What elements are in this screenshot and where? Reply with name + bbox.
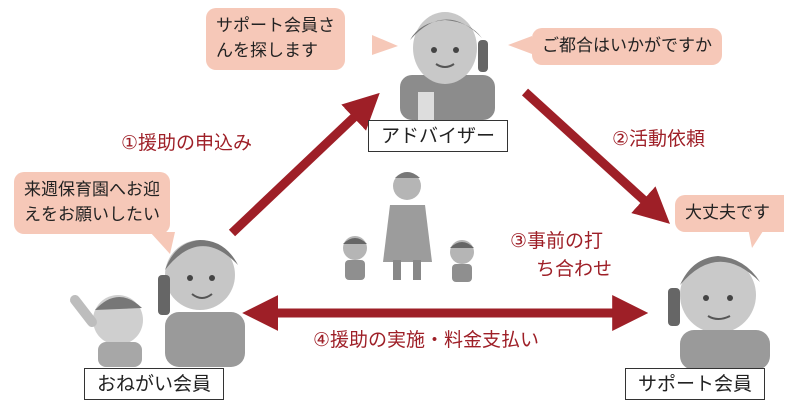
bubble-advisor-ask: ご都合はいかがですか	[532, 28, 722, 65]
role-onegai-label: おねがい会員	[84, 368, 225, 400]
center-figure	[343, 172, 474, 282]
bubble-advisor-search: サポート会員さ んを探します	[206, 8, 345, 70]
support-figure	[668, 256, 770, 370]
arrow-step2	[521, 88, 670, 224]
advisor-figure	[400, 12, 495, 120]
arrow-step1	[228, 92, 380, 237]
step4-label: ④援助の実施・料金支払い	[313, 329, 540, 351]
role-support-label: サポート会員	[625, 368, 766, 400]
step1-label: ①援助の申込み	[121, 132, 253, 154]
step3-label-line1: ③事前の打	[510, 230, 604, 252]
onegai-figure	[70, 240, 245, 367]
role-advisor-label: アドバイザー	[368, 120, 509, 152]
bubble-support-reply: 大丈夫です	[675, 195, 784, 232]
step2-label: ②活動依頼	[612, 128, 706, 150]
step3-label-line2: ち合わせ	[536, 258, 613, 280]
bubble-onegai-request: 来週保育園へお迎 えをお願いしたい	[14, 172, 170, 234]
